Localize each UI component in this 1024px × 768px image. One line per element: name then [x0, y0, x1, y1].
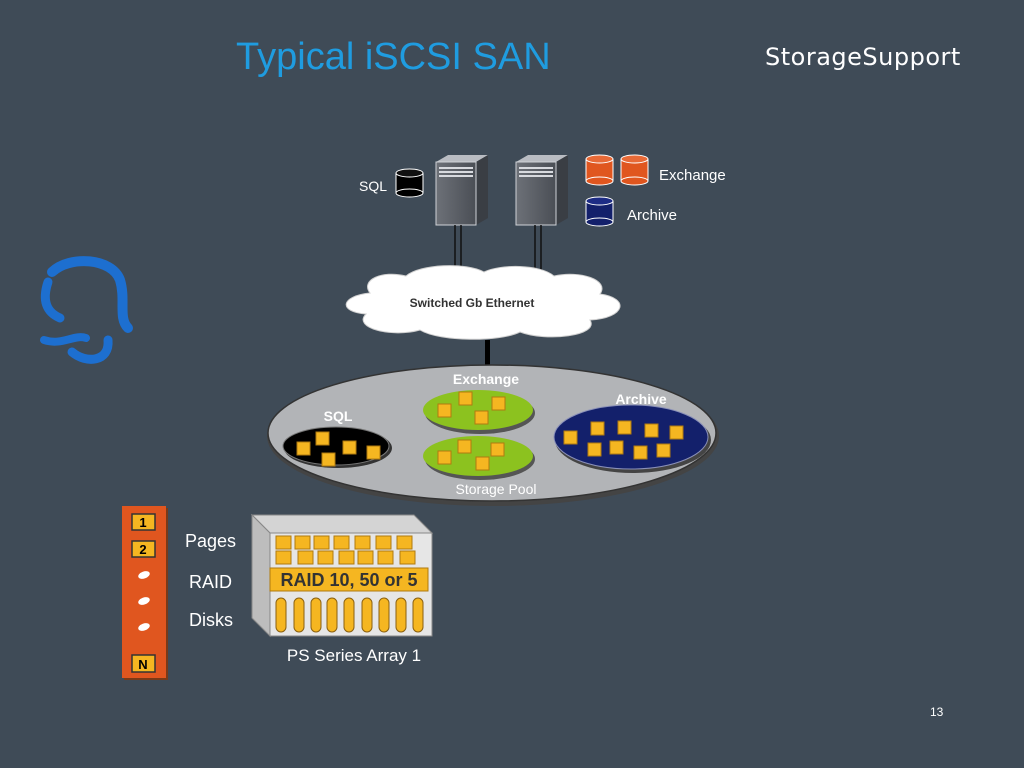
slot-2-icon [131, 540, 156, 558]
server-1-icon [435, 155, 488, 226]
slot-2-label: 2 [139, 542, 146, 557]
legend-raid-label: RAID [189, 572, 232, 592]
page-icon [587, 442, 602, 457]
page-icon [609, 440, 624, 455]
legend-strip [122, 506, 168, 680]
swirl-logo-icon [40, 256, 133, 364]
page-icon [458, 391, 473, 406]
archive-pool [553, 404, 711, 473]
page-icon [475, 456, 490, 471]
dot-icon [138, 623, 150, 631]
sql-database-icon [395, 168, 424, 198]
page-icon [321, 452, 336, 467]
pool-sql-label: SQL [324, 408, 353, 424]
exchange-database-icon [585, 154, 614, 186]
archive-database-icon [585, 196, 614, 227]
raid-label: RAID 10, 50 or 5 [280, 570, 417, 590]
sql-server-label: SQL [359, 178, 387, 194]
page-icon [296, 441, 311, 456]
page-icon [437, 403, 452, 418]
pool-link [485, 340, 490, 368]
exchange-server-label: Exchange [659, 167, 726, 184]
array-label: PS Series Array 1 [287, 646, 421, 665]
network-label: Switched Gb Ethernet [410, 296, 535, 310]
page-icon [617, 420, 632, 435]
page-icon [656, 443, 671, 458]
array-pages [275, 535, 416, 565]
page-icon [342, 440, 357, 455]
page-icon [669, 425, 684, 440]
disk-icons [275, 597, 424, 633]
page-icon [491, 396, 506, 411]
pool-exchange-label: Exchange [453, 371, 519, 387]
pool-pages [296, 391, 684, 471]
legend-disks-label: Disks [189, 610, 233, 630]
slot-1-label: 1 [139, 515, 146, 530]
slot-n-icon [131, 654, 156, 673]
page-title: Typical iSCSI SAN [236, 36, 551, 78]
page-icon [563, 430, 578, 445]
pool-archive-label: Archive [615, 391, 667, 407]
exchange-database-icon-2 [620, 154, 649, 186]
page-icon [590, 421, 605, 436]
server-2-icon [515, 155, 568, 226]
dot-icon [138, 571, 150, 579]
page-icon [490, 442, 505, 457]
ethernet-cloud-icon [345, 265, 621, 340]
archive-server-label: Archive [627, 207, 677, 224]
page-icon [457, 439, 472, 454]
page-number: 13 [930, 705, 944, 719]
slot-n-label: N [138, 657, 147, 672]
page-icon [644, 423, 659, 438]
page-icon [315, 431, 330, 446]
legend-pages-label: Pages [185, 531, 236, 551]
slot-1-icon [131, 513, 156, 531]
storage-pool-label: Storage Pool [456, 481, 537, 497]
page-icon [633, 445, 648, 460]
page-icon [366, 445, 381, 460]
page-icon [474, 410, 489, 425]
dot-icon [138, 597, 150, 605]
page-icon [437, 450, 452, 465]
raid-band [269, 567, 429, 592]
brand-text: StorageSupport [765, 43, 961, 71]
